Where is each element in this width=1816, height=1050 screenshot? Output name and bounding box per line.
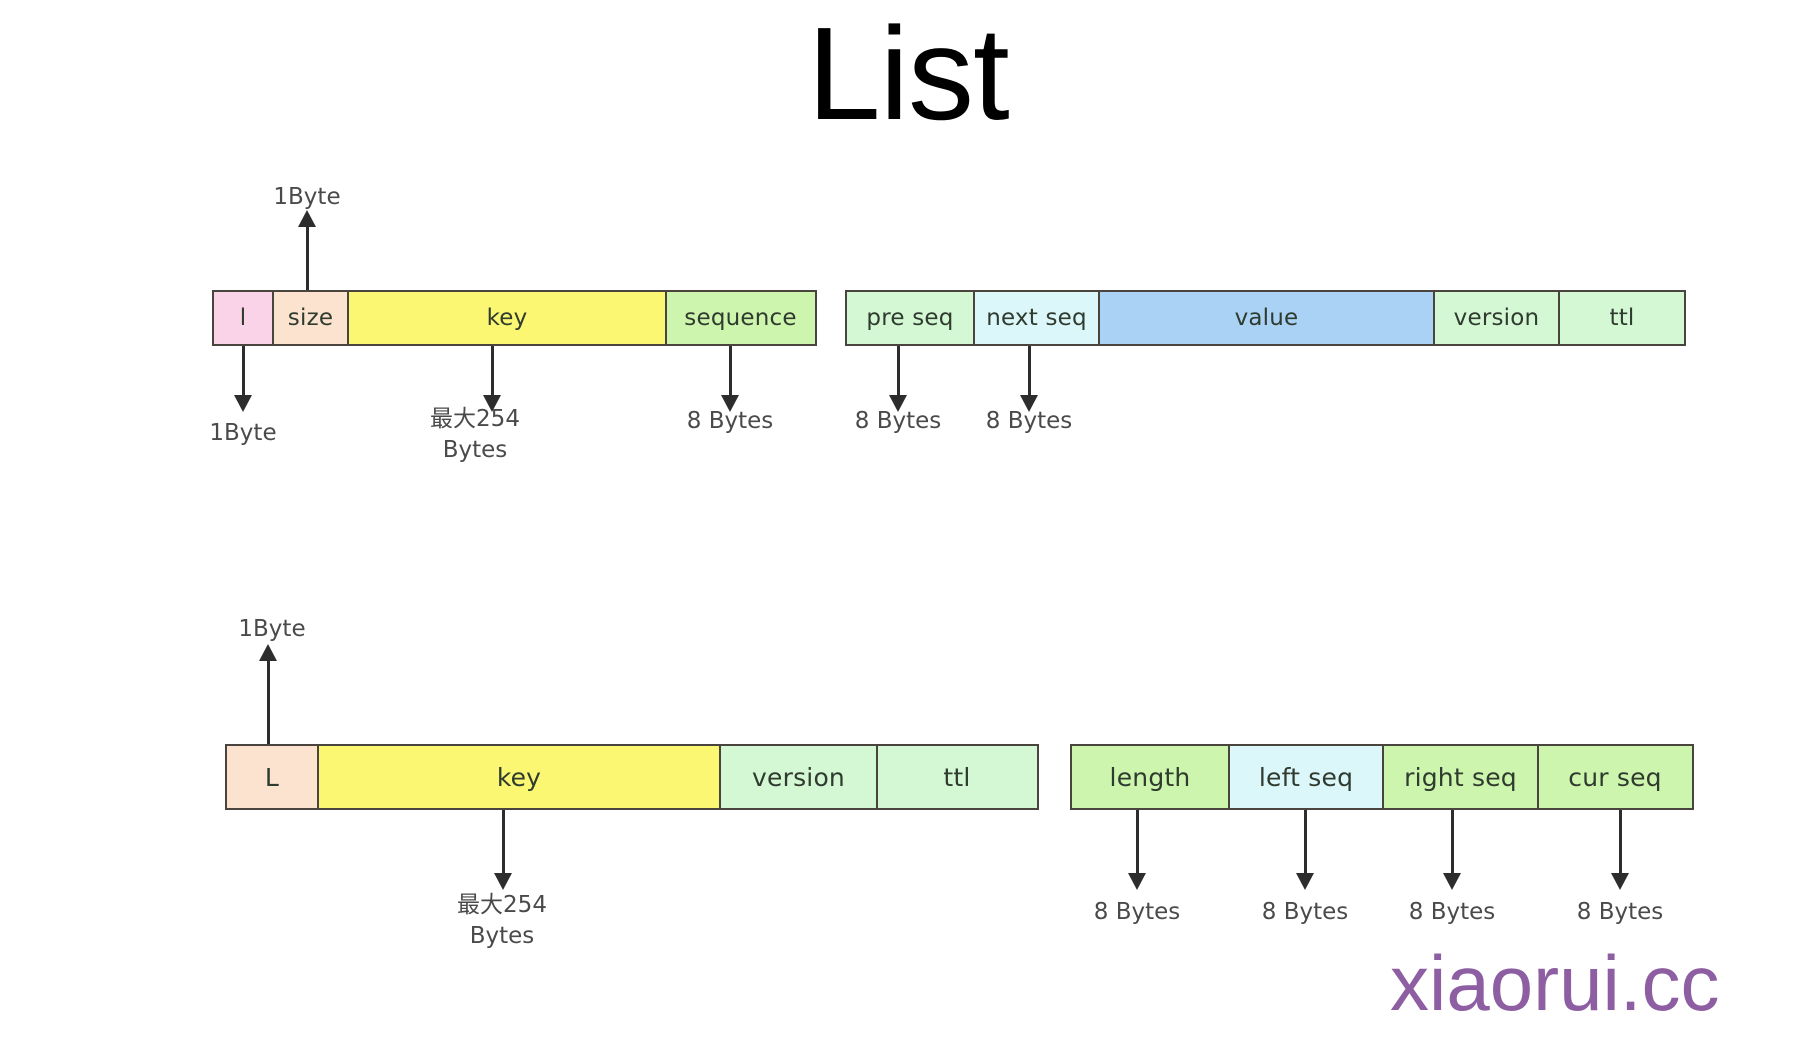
field-value: value [1098,290,1435,346]
watermark: xiaorui.cc [1390,939,1720,1027]
field-length: length [1070,744,1230,810]
annotation-pre-seq-bytes: 8 Bytes [854,408,942,434]
field-version: version [1432,290,1561,346]
field-cur-seq: cur seq [1536,744,1694,810]
field-meta-ttl: ttl [875,744,1039,810]
annotation-cur-seq-bytes: 8 Bytes [1576,899,1664,925]
field-meta-key: key [316,744,722,810]
field-size: size [271,290,350,346]
field-key: key [347,290,667,346]
field-pre-seq: pre seq [845,290,975,346]
annotation-l-bytes: 1Byte [209,420,277,446]
annotation-key-bytes: 最大254 Bytes [430,406,520,464]
annotation-size-bytes: 1Byte [273,184,341,210]
field-l: l [212,290,274,346]
list-meta-value-group: length left seq right seq cur seq [1070,744,1694,810]
field-left-seq: left seq [1227,744,1385,810]
list-element-key-group: l size key sequence [212,290,817,346]
annotation-left-seq-bytes: 8 Bytes [1261,899,1349,925]
field-next-seq: next seq [972,290,1101,346]
page-title: List [807,0,1009,147]
field-sequence: sequence [664,290,817,346]
list-meta-key-group: L key version ttl [225,744,1039,810]
annotation-next-seq-bytes: 8 Bytes [985,408,1073,434]
annotation-L-bytes: 1Byte [238,616,306,642]
list-element-value-group: pre seq next seq value version ttl [845,290,1686,346]
annotation-sequence-bytes: 8 Bytes [686,408,774,434]
field-ttl: ttl [1558,290,1686,346]
annotation-right-seq-bytes: 8 Bytes [1408,899,1496,925]
field-L: L [225,744,319,810]
field-right-seq: right seq [1382,744,1539,810]
field-meta-version: version [719,744,878,810]
annotation-meta-key-bytes: 最大254 Bytes [457,892,547,950]
annotation-length-bytes: 8 Bytes [1093,899,1181,925]
